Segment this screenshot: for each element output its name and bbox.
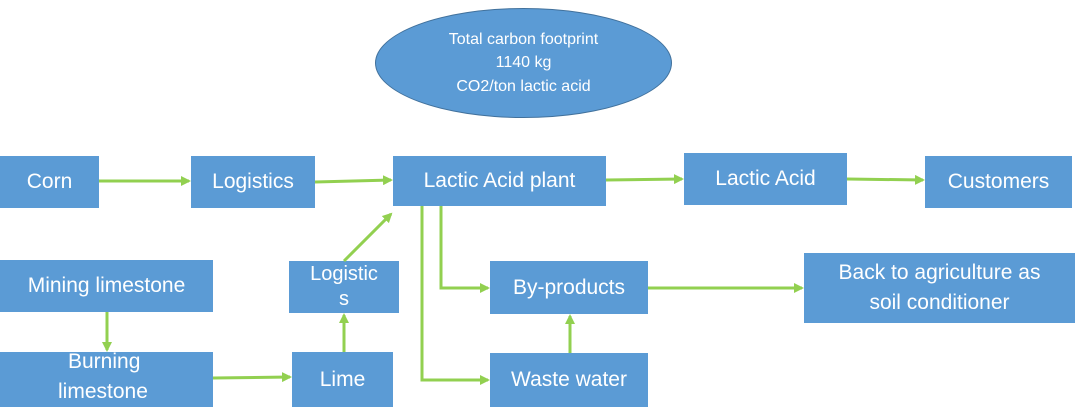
- back-to-agriculture-label-line1: Back to agriculture as: [838, 261, 1041, 284]
- logistics-limestone-label-line2: s: [339, 288, 349, 310]
- burning-limestone-label-line2: limestone: [58, 379, 148, 403]
- arrow-plant-to-by-products: [439, 206, 490, 293]
- arrow-plant-to-lactic-acid: [605, 174, 684, 185]
- burning-limestone-label-line1: Burning: [68, 349, 141, 373]
- arrow-plant-to-waste-water: [420, 206, 490, 385]
- logistics-node: Logistics: [191, 156, 315, 208]
- logistics-label: Logistics: [212, 170, 294, 194]
- footprint-unit: CO2/ton lactic acid: [456, 77, 591, 95]
- customers-label: Customers: [947, 170, 1050, 194]
- mining-limestone-label: Mining limestone: [27, 274, 186, 298]
- back-to-agriculture-node: Back to agriculture as soil conditioner: [804, 253, 1075, 323]
- lime-label: Lime: [319, 367, 366, 391]
- lime-node: Lime: [292, 352, 393, 407]
- waste-water-node: Waste water: [490, 353, 648, 407]
- lactic-acid-plant-node: Lactic Acid plant: [393, 156, 606, 206]
- waste-water-label: Waste water: [511, 368, 627, 392]
- total-carbon-footprint-ellipse: Total carbon footprint 1140 kg CO2/ton l…: [375, 8, 672, 118]
- customers-node: Customers: [925, 156, 1072, 208]
- corn-node: Corn: [0, 156, 99, 208]
- lactic-acid-plant-label: Lactic Acid plant: [423, 169, 576, 193]
- corn-label: Corn: [26, 170, 73, 194]
- arrow-lactic-acid-to-customers: [846, 174, 925, 185]
- lactic-acid-node: Lactic Acid: [684, 153, 847, 205]
- footprint-title: Total carbon footprint: [448, 31, 599, 49]
- arrow-burning-to-lime: [212, 372, 292, 383]
- lactic-acid-label: Lactic Acid: [715, 167, 816, 191]
- burning-limestone-node: Burning limestone: [0, 350, 213, 407]
- arrow-logistics-to-plant-diagonal: [342, 212, 393, 263]
- logistics-limestone-label-line1: Logistic: [310, 263, 378, 285]
- back-to-agriculture-label-line2: soil conditioner: [869, 291, 1010, 314]
- mining-limestone-node: Mining limestone: [0, 260, 213, 312]
- by-products-node: By-products: [490, 261, 648, 314]
- by-products-label: By-products: [512, 275, 626, 299]
- arrow-logistics-to-plant: [314, 175, 393, 186]
- footprint-value: 1140 kg: [495, 54, 552, 72]
- logistics-limestone-node: Logistic s: [289, 261, 399, 313]
